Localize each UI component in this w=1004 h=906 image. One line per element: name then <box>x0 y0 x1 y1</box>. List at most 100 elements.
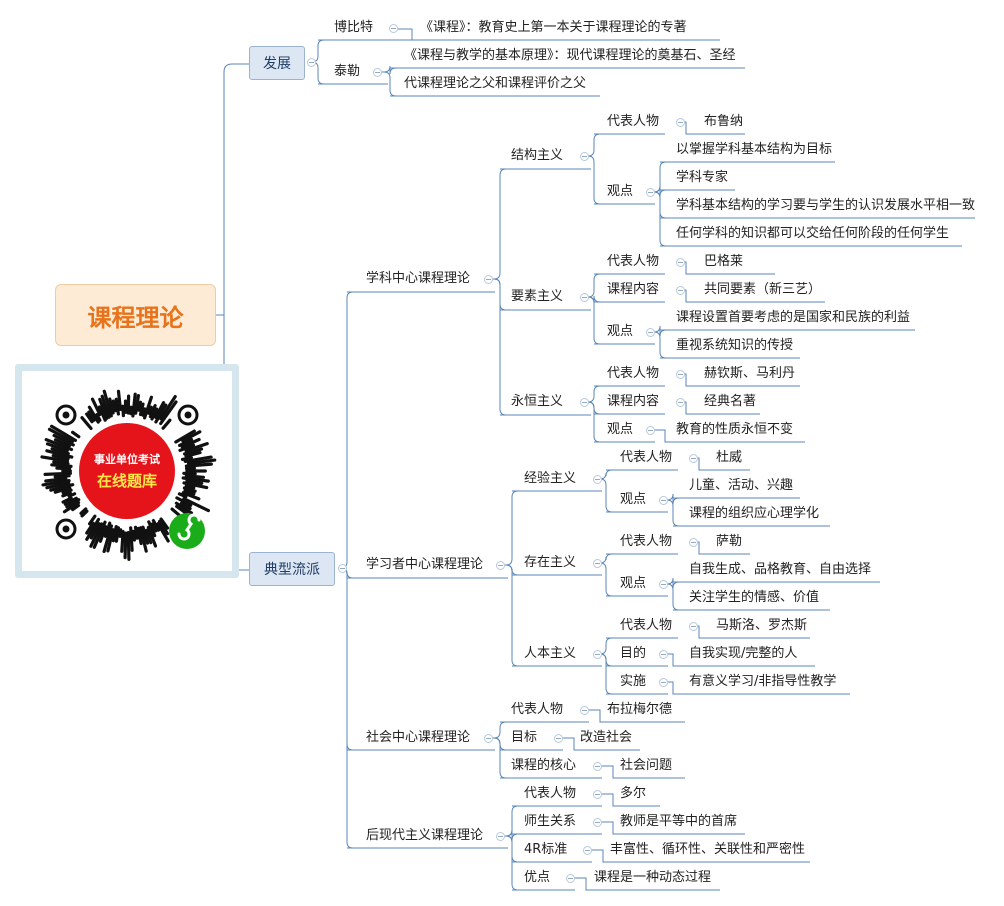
collapse-toggle-pm-rep[interactable] <box>593 790 602 799</box>
branch-development[interactable]: 发展 <box>249 46 305 80</box>
node-learner-centered[interactable]: 学习者中心课程理论 <box>366 557 484 572</box>
node-hum-rep-label[interactable]: 代表人物 <box>620 618 673 633</box>
qr-code-frame[interactable]: 事业单位考试 在线题库 <box>15 364 239 578</box>
node-per-view-label[interactable]: 观点 <box>607 422 634 437</box>
node-exp-rep-label[interactable]: 代表人物 <box>620 450 673 465</box>
node-bobbitt-desc[interactable]: 《课程》：教育史上第一本关于课程理论的专著 <box>420 20 687 35</box>
collapse-toggle-pm-standard[interactable] <box>583 846 592 855</box>
collapse-toggle-per-content[interactable] <box>676 398 685 407</box>
node-struct-view-label[interactable]: 观点 <box>607 184 634 199</box>
node-pm-relation[interactable]: 教师是平等中的首席 <box>620 814 738 829</box>
collapse-toggle-bobbitt[interactable] <box>389 24 398 33</box>
node-soc-goal[interactable]: 改造社会 <box>580 730 633 745</box>
node-struct-view-2[interactable]: 学科专家 <box>676 170 729 185</box>
node-tyler-desc-1[interactable]: 《课程与教学的基本原理》：现代课程理论的奠基石、圣经 <box>404 48 736 63</box>
node-existentialism[interactable]: 存在主义 <box>524 555 577 570</box>
node-pm-standard-label[interactable]: 4R标准 <box>524 842 568 857</box>
node-perennialism[interactable]: 永恒主义 <box>511 394 564 409</box>
node-ess-rep-label[interactable]: 代表人物 <box>607 254 660 269</box>
node-hum-rep[interactable]: 马斯洛、罗杰斯 <box>716 618 808 633</box>
node-bobbitt[interactable]: 博比特 <box>334 20 374 35</box>
collapse-toggle-postmodern[interactable] <box>496 832 505 841</box>
node-subject-centered[interactable]: 学科中心课程理论 <box>366 271 471 286</box>
collapse-toggle-ess-rep[interactable] <box>676 258 685 267</box>
node-exi-rep[interactable]: 萨勒 <box>716 534 743 549</box>
collapse-toggle-pm-merit[interactable] <box>566 874 575 883</box>
node-tyler[interactable]: 泰勒 <box>334 64 361 79</box>
node-per-content[interactable]: 经典名著 <box>704 394 757 409</box>
collapse-toggle-per-view[interactable] <box>646 426 655 435</box>
collapse-toggle-exi-view[interactable] <box>659 580 668 589</box>
node-exp-view-label[interactable]: 观点 <box>620 492 647 507</box>
collapse-toggle-experientialism[interactable] <box>593 475 602 484</box>
node-structuralism[interactable]: 结构主义 <box>511 148 564 163</box>
root-node[interactable]: 课程理论 <box>55 284 216 346</box>
node-pm-rep-label[interactable]: 代表人物 <box>524 786 577 801</box>
node-ess-view-1[interactable]: 课程设置首要考虑的是国家和民族的利益 <box>676 310 911 325</box>
node-hum-impl[interactable]: 有意义学习/非指导性教学 <box>689 674 837 689</box>
collapse-toggle-existentialism[interactable] <box>593 559 602 568</box>
node-postmodern[interactable]: 后现代主义课程理论 <box>366 828 484 843</box>
node-humanism[interactable]: 人本主义 <box>524 646 577 661</box>
collapse-toggle-structuralism[interactable] <box>580 152 589 161</box>
node-soc-goal-label[interactable]: 目标 <box>511 730 538 745</box>
node-exi-view-2[interactable]: 关注学生的情感、价值 <box>689 590 820 605</box>
node-hum-goal[interactable]: 自我实现/完整的人 <box>689 646 798 661</box>
node-pm-standard[interactable]: 丰富性、循环性、关联性和严密性 <box>610 842 806 857</box>
collapse-toggle-soc-core[interactable] <box>593 762 602 771</box>
collapse-toggle-humanism[interactable] <box>593 650 602 659</box>
collapse-toggle-exp-view[interactable] <box>659 496 668 505</box>
node-exi-view-label[interactable]: 观点 <box>620 576 647 591</box>
collapse-toggle-pm-relation[interactable] <box>593 818 602 827</box>
node-ess-rep[interactable]: 巴格莱 <box>704 254 744 269</box>
collapse-toggle-perennialism[interactable] <box>580 398 589 407</box>
node-hum-impl-label[interactable]: 实施 <box>620 674 647 689</box>
collapse-toggle-per-rep[interactable] <box>676 370 685 379</box>
node-soc-rep-label[interactable]: 代表人物 <box>511 702 564 717</box>
node-soc-rep[interactable]: 布拉梅尔德 <box>607 702 673 717</box>
node-struct-view-4[interactable]: 任何学科的知识都可以交给任何阶段的任何学生 <box>676 226 950 241</box>
node-struct-view-1[interactable]: 以掌握学科基本结构为目标 <box>676 142 833 157</box>
collapse-toggle-exi-rep[interactable] <box>689 538 698 547</box>
node-pm-merit[interactable]: 课程是一种动态过程 <box>594 870 712 885</box>
node-exi-rep-label[interactable]: 代表人物 <box>620 534 673 549</box>
node-experientialism[interactable]: 经验主义 <box>524 471 577 486</box>
node-soc-core-label[interactable]: 课程的核心 <box>511 758 577 773</box>
node-pm-relation-label[interactable]: 师生关系 <box>524 814 577 829</box>
node-ess-content-label[interactable]: 课程内容 <box>607 282 660 297</box>
collapse-toggle-struct-rep[interactable] <box>676 118 685 127</box>
node-hum-goal-label[interactable]: 目的 <box>620 646 647 661</box>
collapse-toggle-tyler[interactable] <box>373 68 382 77</box>
node-exi-view-1[interactable]: 自我生成、品格教育、自由选择 <box>689 562 872 577</box>
node-pm-rep[interactable]: 多尔 <box>620 786 647 801</box>
node-per-view[interactable]: 教育的性质永恒不变 <box>676 422 794 437</box>
node-struct-view-3[interactable]: 学科基本结构的学习要与学生的认识发展水平相一致 <box>676 198 976 213</box>
node-exp-view-1[interactable]: 儿童、活动、兴趣 <box>689 478 794 493</box>
node-ess-content[interactable]: 共同要素（新三艺） <box>704 282 822 297</box>
collapse-toggle-exp-rep[interactable] <box>689 454 698 463</box>
collapse-toggle-soc-goal[interactable] <box>554 734 563 743</box>
node-society-centered[interactable]: 社会中心课程理论 <box>366 730 471 745</box>
node-tyler-desc-2[interactable]: 代课程理论之父和课程评价之父 <box>404 76 587 91</box>
collapse-toggle-development[interactable] <box>307 58 316 67</box>
collapse-toggle-essentialism[interactable] <box>580 293 589 302</box>
node-soc-core[interactable]: 社会问题 <box>620 758 673 773</box>
node-ess-view-2[interactable]: 重视系统知识的传授 <box>676 338 794 353</box>
node-per-rep[interactable]: 赫钦斯、马利丹 <box>704 366 796 381</box>
collapse-toggle-ess-view[interactable] <box>646 328 655 337</box>
collapse-toggle-schools[interactable] <box>338 564 347 573</box>
node-exp-rep[interactable]: 杜威 <box>716 450 743 465</box>
node-per-rep-label[interactable]: 代表人物 <box>607 366 660 381</box>
collapse-toggle-society[interactable] <box>484 734 493 743</box>
node-essentialism[interactable]: 要素主义 <box>511 289 564 304</box>
collapse-toggle-struct-view[interactable] <box>646 188 655 197</box>
node-ess-view-label[interactable]: 观点 <box>607 324 634 339</box>
collapse-toggle-soc-rep[interactable] <box>580 706 589 715</box>
node-struct-rep[interactable]: 布鲁纳 <box>704 114 744 129</box>
node-per-content-label[interactable]: 课程内容 <box>607 394 660 409</box>
node-exp-view-2[interactable]: 课程的组织应心理学化 <box>689 506 820 521</box>
collapse-toggle-hum-goal[interactable] <box>659 650 668 659</box>
collapse-toggle-hum-impl[interactable] <box>659 678 668 687</box>
collapse-toggle-ess-content[interactable] <box>676 286 685 295</box>
node-struct-rep-label[interactable]: 代表人物 <box>607 114 660 129</box>
